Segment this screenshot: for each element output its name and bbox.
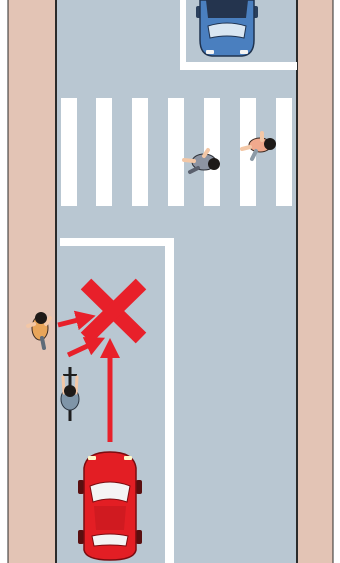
crosswalk-stripe	[61, 98, 77, 206]
crosswalk-stripe	[168, 98, 184, 206]
crosswalk-stripe	[96, 98, 112, 206]
crosswalk-stripe	[132, 98, 148, 206]
red-car	[78, 452, 142, 560]
blue-car	[196, 0, 258, 56]
right-sidewalk	[297, 0, 333, 563]
left-sidewalk	[8, 0, 56, 563]
crosswalk-stripe	[276, 98, 292, 206]
